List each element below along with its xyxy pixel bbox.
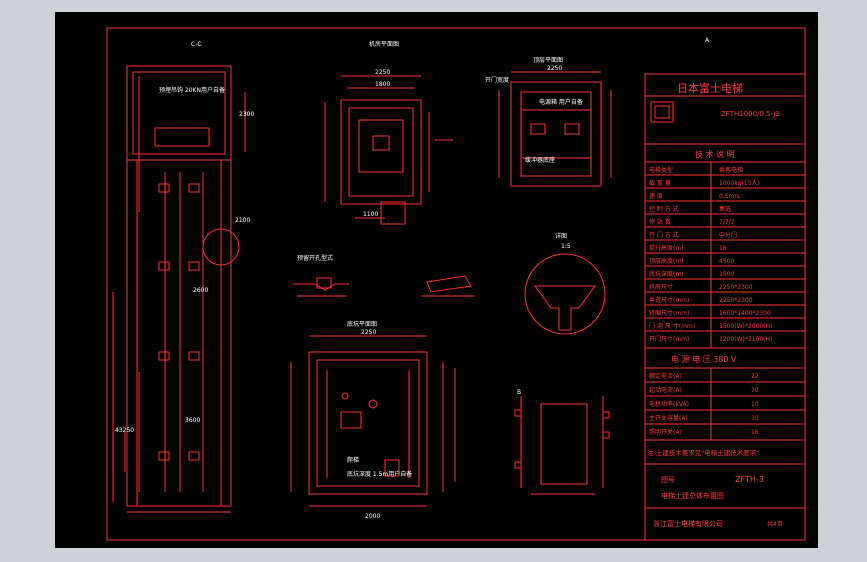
detail-title: 详图	[555, 232, 567, 240]
dim-oh-in: 1800	[375, 81, 390, 88]
company-name: 浙江富士电梯有限公司	[653, 519, 723, 528]
spec-key: 载 重 量	[649, 179, 671, 187]
drawing-no-label: 图号	[661, 476, 675, 484]
power-val: 22	[751, 373, 759, 380]
power-key: 起动电流(A)	[649, 386, 682, 394]
hook-note: 预埋吊钩 20KN用户自备	[159, 86, 225, 94]
power-val: 10	[751, 401, 759, 408]
civil-note: 注:土建技术要求见"电梯土建技术要求"	[647, 448, 759, 457]
spec-val: 2250*2300	[719, 284, 753, 291]
power-val: 70	[751, 387, 759, 394]
hole-details	[293, 253, 606, 335]
pit-title: 底坑平面图	[347, 320, 377, 328]
spec-val: 1500	[719, 271, 734, 278]
spec-val: 1500(W)*2000(H)	[719, 323, 772, 330]
spec-key: 速 度	[649, 192, 663, 200]
dim-floor: 3600	[185, 417, 200, 424]
spec-val: 18	[719, 245, 727, 252]
spec-key: 开 门 方 式	[649, 231, 679, 239]
spec-val: 集选	[719, 205, 731, 213]
pit-ladder-note: 爬梯	[347, 456, 359, 464]
spec-key: 电梯类型	[649, 166, 673, 174]
spec-val: 乘客电梯	[719, 166, 743, 174]
title-block	[644, 73, 806, 541]
power-key: 电机功率(kVA)	[649, 400, 689, 408]
spec-key: 控 制 方 式	[649, 205, 679, 213]
power-title: 电 源 电 压 380 V	[671, 354, 737, 364]
spec-val: 7/7/7	[719, 219, 735, 226]
dim-mr-w: 2250	[375, 69, 390, 76]
dim-door-w: 1100	[363, 211, 378, 218]
sheet-count: 共4页	[767, 520, 783, 528]
power-val: 16	[751, 429, 759, 436]
overhead-title: 顶层平面图	[533, 57, 563, 64]
pit-plan	[290, 335, 456, 507]
power-val: 30	[751, 415, 759, 422]
spec-val: 中分门	[719, 231, 737, 239]
dim-door-h: 2100	[235, 217, 250, 224]
spec-key: 底坑深度(m)	[649, 270, 684, 278]
power-key: 额定电流(A)	[649, 372, 682, 380]
section-label: C-C	[191, 41, 202, 48]
machine-room-plan	[324, 75, 453, 225]
company-logo-text: 日本富士电梯	[677, 81, 743, 95]
view-label-b: B	[517, 389, 521, 396]
buffer-base-note: 缓冲器底座	[525, 156, 555, 164]
drawing-no: ZFTH-3	[735, 475, 764, 484]
spec-key: 井道尺寸(mm)	[649, 296, 689, 304]
spec-key: 顶层高度(m)	[649, 257, 684, 265]
cad-drawing: C-C 机房平面图 顶层平面图 预留开孔型式 详图 1:5 底坑平面图 A B …	[106, 27, 806, 541]
logo-mark	[650, 101, 674, 123]
section-view	[112, 65, 246, 513]
dim-pit-d: 2000	[365, 513, 380, 520]
spec-val: 2250*2300	[719, 297, 753, 304]
spec-val: 0.5m/s	[719, 193, 740, 200]
model-number: ZFTH1000/0.5-J3	[721, 110, 780, 118]
dim-pit-w: 2250	[361, 329, 376, 336]
dim-oh-w: 2250	[547, 65, 562, 72]
spec-key: 开门尺寸(mm)	[649, 335, 689, 343]
drawing-name: 电梯土建总体布置图	[661, 491, 724, 500]
drawing-border	[106, 27, 806, 541]
spec-key: 机房尺寸	[649, 283, 673, 291]
spec-key: 提升高度(m)	[649, 244, 684, 252]
spec-rows	[645, 174, 805, 425]
spec-val: 1200(W)*2100(H)	[719, 336, 772, 343]
door-opening-note: 开门宽度	[485, 76, 509, 84]
dim-travel: 43250	[115, 427, 134, 434]
power-key: 主开关容量(A)	[649, 414, 688, 422]
power-box-note: 电源箱 用户自备	[539, 98, 583, 106]
pit-depth-note: 底坑深度 1.5m用户自备	[347, 470, 412, 478]
overhead-plan	[498, 71, 612, 187]
cad-viewport[interactable]: C-C 机房平面图 顶层平面图 预留开孔型式 详图 1:5 底坑平面图 A B …	[55, 12, 818, 548]
power-key: 照明开关(A)	[649, 428, 682, 436]
car-elevation	[514, 396, 610, 495]
detail-scale: 1:5	[561, 243, 571, 250]
spec-key: 轿厢尺寸(mm)	[649, 309, 689, 317]
spec-key: 门 洞 尺 寸(mm)	[649, 322, 695, 330]
dim-mr-d: 2300	[239, 111, 254, 118]
view-label-a: A	[705, 37, 710, 44]
spec-val: 4500	[719, 258, 734, 265]
spec-title: 技 术 说 明	[695, 149, 735, 159]
dim-height: 2600	[193, 287, 208, 294]
machine-room-title: 机房平面图	[369, 40, 399, 48]
spec-key: 停 站 数	[649, 218, 671, 226]
spec-val: 1000kg(15人)	[719, 180, 760, 187]
reserved-hole-title: 预留开孔型式	[297, 254, 333, 262]
spec-val: 1600*1400*2300	[719, 310, 771, 317]
